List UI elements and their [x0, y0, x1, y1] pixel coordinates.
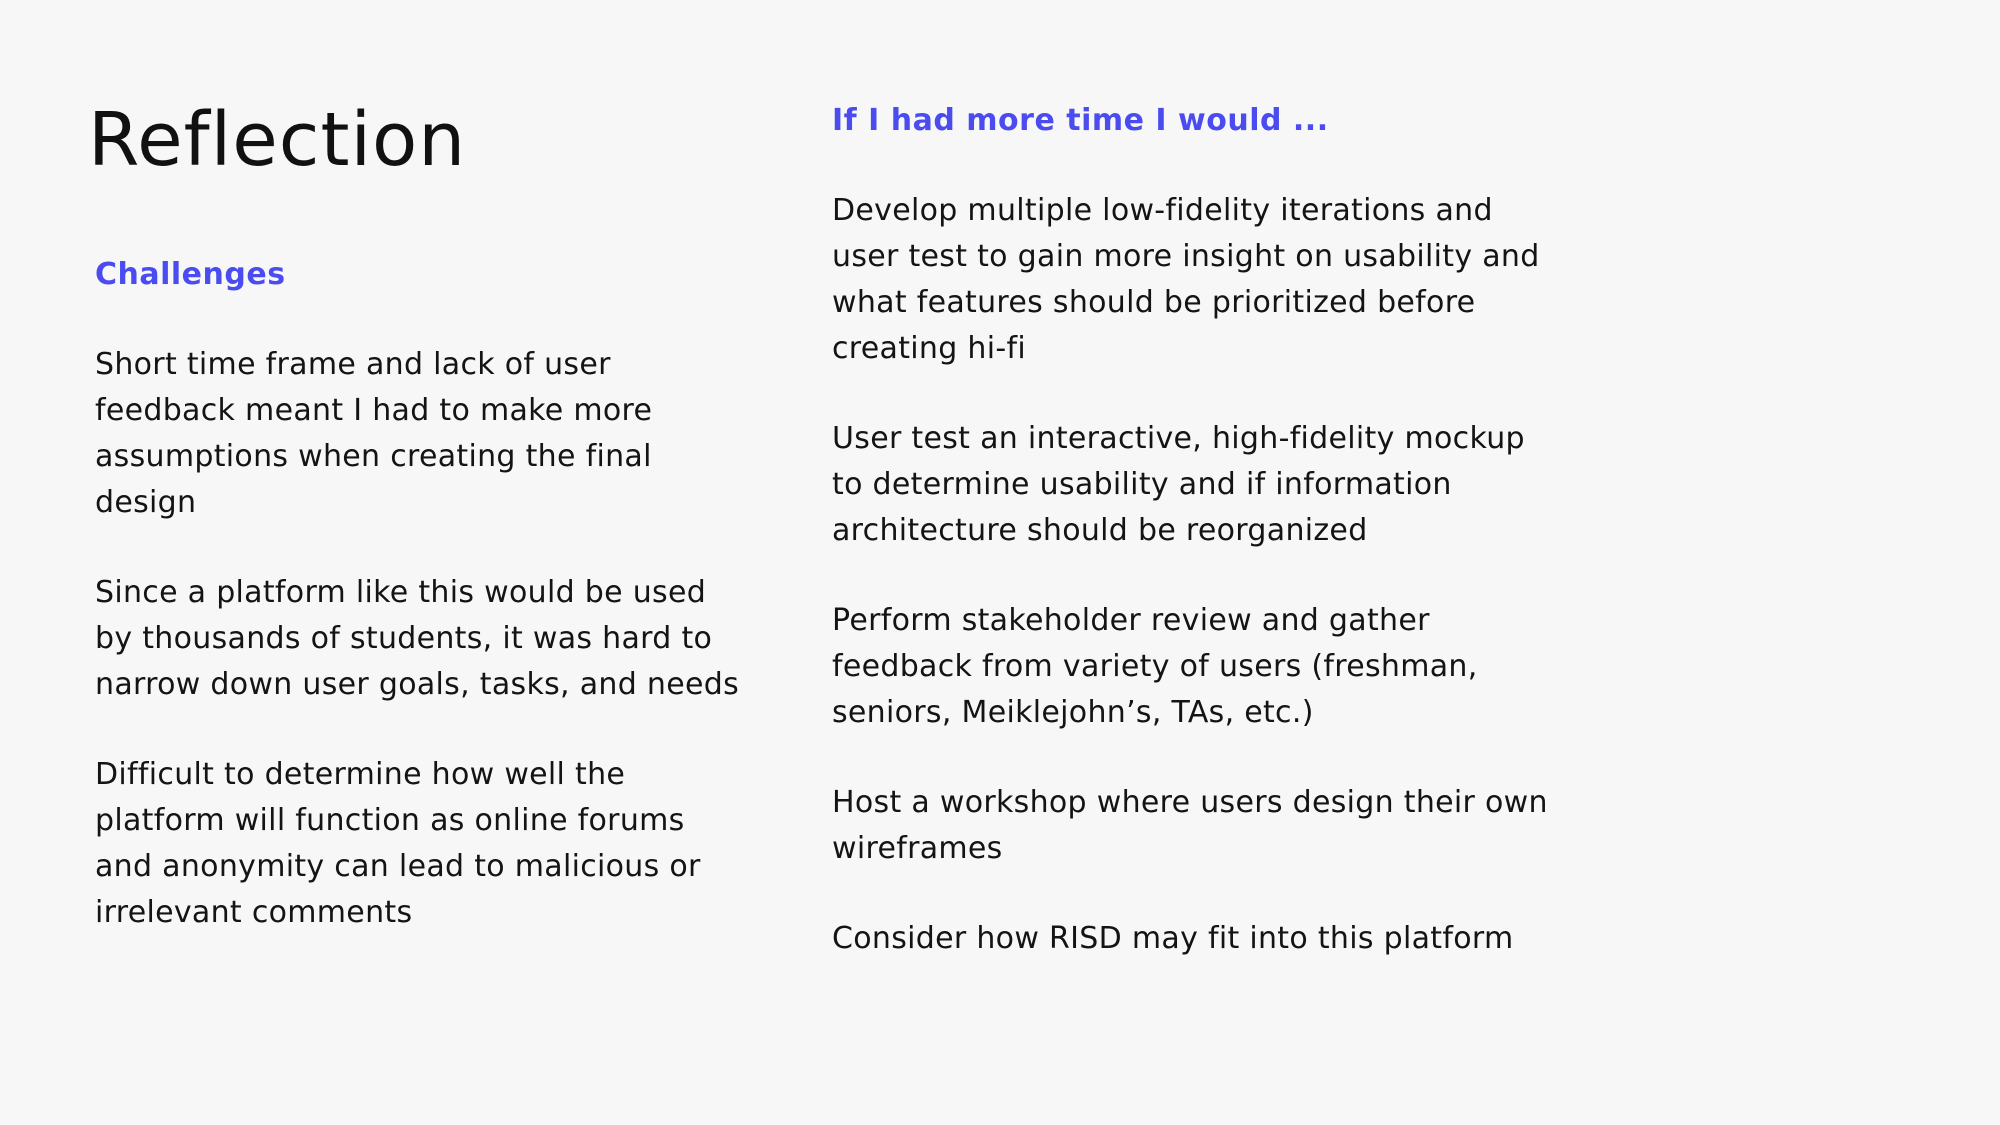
more-time-heading: If I had more time I would ...: [832, 103, 1329, 138]
page-title: Reflection: [88, 97, 467, 183]
challenges-heading: Challenges: [95, 257, 286, 292]
more-time-item: Perform stakeholder review and gather fe…: [832, 603, 1478, 730]
challenge-item: Short time frame and lack of user feedba…: [95, 347, 653, 520]
more-time-section: If I had more time I would ... Develop m…: [832, 98, 1552, 962]
challenges-section: Challenges Short time frame and lack of …: [95, 252, 745, 936]
challenge-item: Since a platform like this would be used…: [95, 575, 740, 702]
more-time-item: Consider how RISD may fit into this plat…: [832, 921, 1514, 956]
more-time-item: User test an interactive, high-fidelity …: [832, 421, 1525, 548]
more-time-item: Develop multiple low-fidelity iterations…: [832, 193, 1540, 366]
challenge-item: Difficult to determine how well the plat…: [95, 757, 701, 930]
more-time-item: Host a workshop where users design their…: [832, 785, 1548, 866]
